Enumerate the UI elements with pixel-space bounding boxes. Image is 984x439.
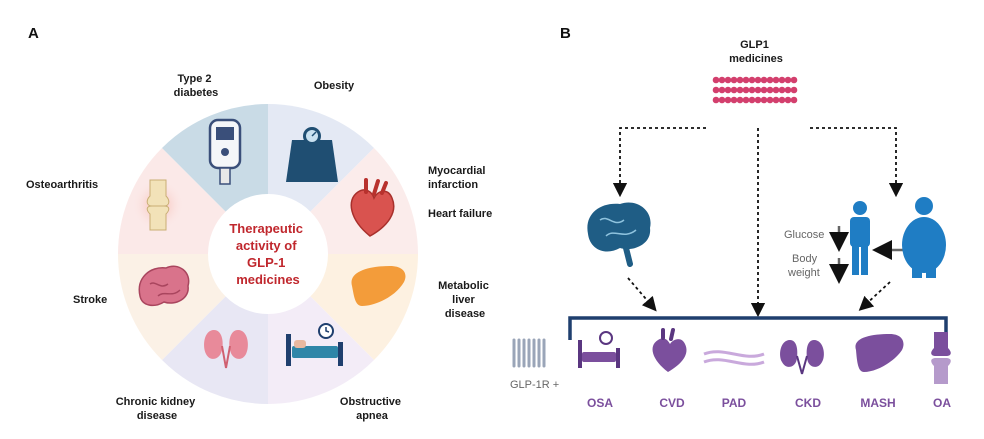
- glucose-label: Glucose: [784, 229, 824, 241]
- label-heart-failure: Heart failure: [428, 208, 492, 220]
- peptide-bead: [712, 86, 720, 94]
- peptide-bead: [784, 76, 792, 84]
- peptide-bead: [778, 86, 786, 94]
- peptide-bead: [790, 96, 798, 104]
- peptide-bead: [742, 76, 750, 84]
- peptide-bead: [790, 76, 798, 84]
- mechanism-diagram: GLP1 medicines Glucose Body weight: [510, 39, 951, 410]
- receptor-label: GLP-1R +: [510, 379, 559, 391]
- peptide-bead: [784, 96, 792, 104]
- peptide-bead: [754, 86, 762, 94]
- peptide-bead: [748, 86, 756, 94]
- peptide-bead: [784, 86, 792, 94]
- arrow-to-brain: [612, 127, 706, 198]
- slim-person-icon: [850, 201, 870, 275]
- outcome-osa-bed-icon: [578, 331, 620, 368]
- label-type2-diabetes: Type 2 diabetes: [174, 73, 219, 99]
- peptide-bead: [772, 76, 780, 84]
- peptide-bead: [730, 86, 738, 94]
- peptide-bead: [742, 96, 750, 104]
- therapeutic-wheel: Therapeutic activity of GLP-1 medicines …: [26, 73, 492, 422]
- label-stroke: Stroke: [73, 294, 107, 306]
- outcome-label-mash: MASH: [860, 396, 895, 410]
- peptide-bead: [760, 76, 768, 84]
- receptor-icon: [512, 338, 546, 368]
- peptide-bead: [712, 76, 720, 84]
- outcome-label-osa: OSA: [587, 396, 613, 410]
- peptide-bead: [790, 86, 798, 94]
- peptide-bead: [724, 76, 732, 84]
- heart-icon: [350, 178, 395, 237]
- peptide-bead: [730, 96, 738, 104]
- panel-label-a: A: [28, 25, 39, 42]
- sleep-apnea-bed-icon: [286, 323, 343, 366]
- peptide-bead: [754, 76, 762, 84]
- outcome-oa-joint-icon: [931, 332, 951, 384]
- peptide-bead: [742, 86, 750, 94]
- glucometer-icon: [208, 118, 242, 185]
- peptide-bead: [760, 86, 768, 94]
- center-line-2: activity of: [236, 238, 297, 253]
- wheel-center: [208, 194, 328, 314]
- arrow-brain-to-outcomes: [627, 277, 657, 312]
- center-line-1: Therapeutic: [229, 221, 303, 236]
- wheel-center-text: Therapeutic activity of GLP-1 medicines: [229, 221, 306, 287]
- label-chronic-kidney: Chronic kidney disease: [116, 396, 199, 422]
- peptide-bead: [772, 96, 780, 104]
- peptide-bead: [766, 76, 774, 84]
- label-obesity: Obesity: [314, 80, 355, 92]
- peptide-bead: [724, 96, 732, 104]
- arrow-to-body: [810, 127, 904, 198]
- label-osteoarthritis: Osteoarthritis: [26, 179, 98, 191]
- peptide-bead: [718, 96, 726, 104]
- outcome-label-pad: PAD: [722, 396, 747, 410]
- body-weight-label: Body weight: [787, 253, 820, 279]
- label-obstructive-apnea: Obstructive apnea: [340, 396, 404, 422]
- brain-icon: [587, 202, 651, 267]
- peptide-bead: [778, 96, 786, 104]
- peptide-bead: [736, 76, 744, 84]
- peptide-bead: [736, 86, 744, 94]
- outcome-label-ckd: CKD: [795, 396, 821, 410]
- peptide-chain-icon: [712, 76, 798, 104]
- outcome-mash-liver-icon: [855, 334, 904, 372]
- peptide-bead: [730, 76, 738, 84]
- kidney-icon: [204, 330, 248, 369]
- knee-joint-icon: [132, 179, 184, 231]
- obese-person-icon: [902, 197, 946, 278]
- arrow-body-to-outcomes: [858, 281, 891, 311]
- liver-icon: [351, 266, 406, 306]
- outcome-ckd-kidney-icon: [780, 340, 824, 375]
- peptide-bead: [760, 96, 768, 104]
- center-line-3: GLP-1: [247, 255, 285, 270]
- peptide-bead: [718, 86, 726, 94]
- outcome-pad-vessel-icon: [703, 350, 765, 366]
- peptide-bead: [724, 86, 732, 94]
- peptide-bead: [778, 76, 786, 84]
- peptide-bead: [766, 86, 774, 94]
- peptide-bead: [754, 96, 762, 104]
- peptide-bead: [772, 86, 780, 94]
- brain-icon: [138, 265, 190, 307]
- peptide-bead: [712, 96, 720, 104]
- peptide-bead: [748, 76, 756, 84]
- peptide-bead: [718, 76, 726, 84]
- outcomes-bracket: [568, 316, 948, 340]
- label-myocardial-infarction: Myocardial infarction: [428, 165, 489, 191]
- peptide-bead: [748, 96, 756, 104]
- outcome-cvd-heart-icon: [652, 328, 687, 372]
- weight-scale-icon: [286, 127, 338, 182]
- outcome-label-oa: OA: [933, 396, 951, 410]
- panel-label-b: B: [560, 25, 571, 42]
- outcome-label-cvd: CVD: [659, 396, 685, 410]
- peptide-bead: [736, 96, 744, 104]
- label-metabolic-liver: Metabolic liver disease: [438, 280, 492, 320]
- center-line-4: medicines: [236, 272, 300, 287]
- outcome-labels: OSA CVD PAD CKD MASH OA: [587, 396, 951, 410]
- peptide-bead: [766, 96, 774, 104]
- glp1-title: GLP1 medicines: [729, 39, 783, 65]
